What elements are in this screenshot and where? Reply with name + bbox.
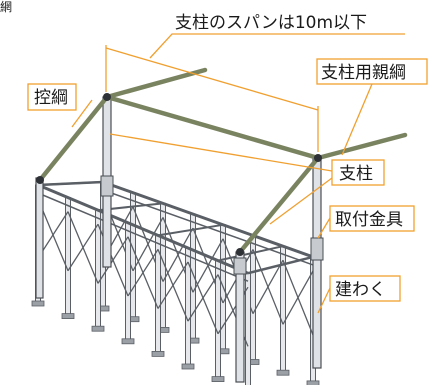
frame-end-left	[37, 180, 104, 187]
frame-foot-front-4	[151, 350, 165, 357]
leader-post-front	[269, 177, 333, 225]
bracket-back-left	[100, 175, 114, 197]
frame-foot-back-7	[306, 380, 320, 385]
mounting-brackets	[100, 175, 324, 275]
label-guy-rope-text: 控綱	[34, 88, 68, 108]
frame-brace-front-4-b	[157, 261, 189, 309]
guy-rope-right	[237, 155, 321, 255]
frame-foot-back-6	[276, 369, 290, 376]
corner-fragment-text: 網	[0, 0, 12, 14]
main-rope-right-extension	[315, 132, 408, 161]
leader-main-rope	[341, 83, 373, 156]
frame-brace-back-5-b	[252, 259, 284, 314]
label-post-text: 支柱	[339, 164, 373, 184]
frame-sub-rail-front	[37, 192, 249, 282]
bracket-front-right	[233, 257, 247, 275]
guy-rope-left	[37, 94, 110, 183]
span-title-leader	[149, 33, 405, 59]
label-bracket-text: 取付金具	[335, 210, 403, 230]
label-main-rope: 支柱用親綱	[316, 58, 428, 85]
frame-foot-front-2	[91, 325, 105, 332]
frame-brace-front-2-b	[97, 236, 129, 284]
frame-brace-front-3-b	[127, 249, 159, 297]
frame-cross-member-6	[217, 245, 284, 262]
frame-foot-front-6	[211, 376, 225, 383]
rope-anchor-front-right	[236, 248, 244, 256]
rope-anchor-back-left	[103, 93, 111, 101]
rope-anchor-front-left	[36, 176, 44, 184]
main-rope-back	[104, 94, 321, 161]
scaffold-frame-illustration	[31, 180, 320, 385]
post-front-left	[35, 177, 44, 299]
rope-anchor-back-right	[314, 154, 322, 162]
frame-cross-member-4	[157, 223, 224, 237]
leader-guy-rope	[71, 99, 93, 128]
frame-brace-front-1-b	[67, 223, 99, 272]
frame-brace-back-3-b	[192, 238, 224, 293]
rope-ends	[36, 93, 322, 256]
frame-top-rail-back	[102, 180, 314, 259]
bracket-back-right	[310, 237, 324, 261]
frame-brace-front-5-b	[187, 274, 219, 322]
support-posts	[35, 96, 322, 383]
label-bracket: 取付金具	[329, 205, 415, 232]
span-dimension-line	[105, 47, 319, 111]
frame-brace-back-6-b	[282, 270, 314, 325]
label-guy-rope: 控綱	[27, 83, 77, 111]
span-dimension	[105, 33, 405, 152]
frame-foot-front-1	[61, 313, 75, 320]
leader-frame	[317, 287, 331, 314]
leader-post-back	[109, 133, 333, 172]
leader-lines	[71, 83, 373, 314]
frame-end-right	[247, 255, 314, 275]
span-title: 支柱のスパンは10m以下	[175, 13, 367, 33]
frame-top-rail-front	[37, 183, 249, 275]
frame-foot-front-5	[181, 363, 195, 370]
leader-bracket	[317, 217, 331, 239]
label-post: 支柱	[331, 159, 385, 186]
main-rope-left-extension	[104, 67, 208, 100]
label-main-rope-text: 支柱用親綱	[321, 63, 406, 83]
ropes	[37, 67, 408, 255]
label-frame-text: 建わく	[335, 280, 386, 300]
label-frame: 建わく	[329, 275, 401, 302]
frame-foot-front-3	[121, 338, 135, 345]
frame-foot-front-0	[31, 300, 45, 307]
